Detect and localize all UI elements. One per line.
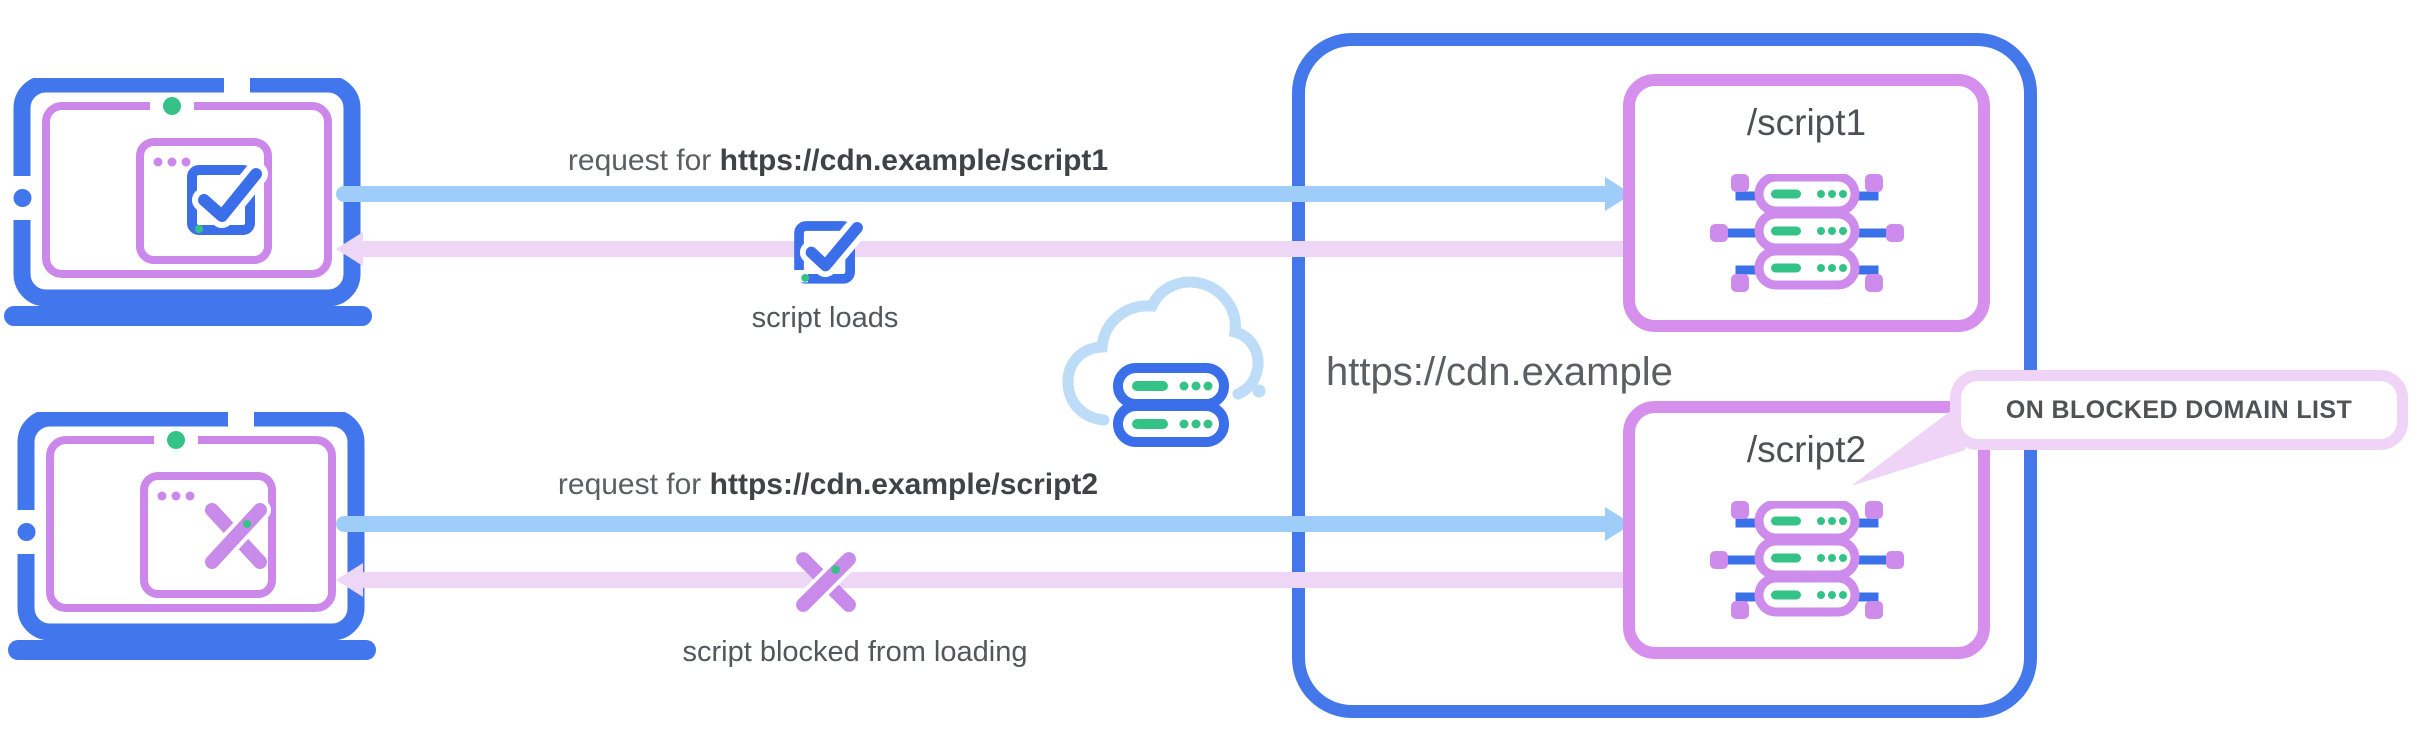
checkbox-check-icon <box>793 216 866 284</box>
cloud-server-icon <box>1062 276 1266 447</box>
request-prefix: request for <box>567 144 712 177</box>
server-rack-icon <box>1709 501 1904 619</box>
cdn-domain-label: https://cdn.example <box>1326 350 1673 394</box>
callout-tail <box>1851 400 1965 486</box>
request-arrow-script2 <box>336 516 1612 532</box>
request-label-script2: request for https://cdn.example/script2 <box>468 468 1188 502</box>
script-blocked-label: script blocked from loading <box>682 636 1028 668</box>
endpoint-box-script1: /script1 <box>1623 74 1990 332</box>
laptop-with-cross-icon <box>8 412 376 660</box>
endpoint-label-script2: /script2 <box>1746 429 1867 470</box>
blocked-x-icon <box>792 548 860 616</box>
laptop-with-check-icon <box>4 78 372 326</box>
blocked-domain-callout: ON BLOCKED DOMAIN LIST <box>1950 370 2408 450</box>
request-url: https://cdn.example/script1 <box>719 144 1109 177</box>
server-rack-icon <box>1709 174 1904 292</box>
cross-glyph <box>201 499 271 573</box>
endpoint-label-script1: /script1 <box>1746 102 1867 143</box>
script-loads-label: script loads <box>751 302 899 334</box>
request-url: https://cdn.example/script2 <box>709 468 1099 501</box>
request-prefix: request for <box>557 468 702 501</box>
request-arrow-script1 <box>336 186 1612 202</box>
response-arrow-script2 <box>356 572 1632 588</box>
check-glyph <box>187 162 268 235</box>
response-arrow-script1 <box>356 241 1632 257</box>
request-label-script1: request for https://cdn.example/script1 <box>478 144 1198 178</box>
